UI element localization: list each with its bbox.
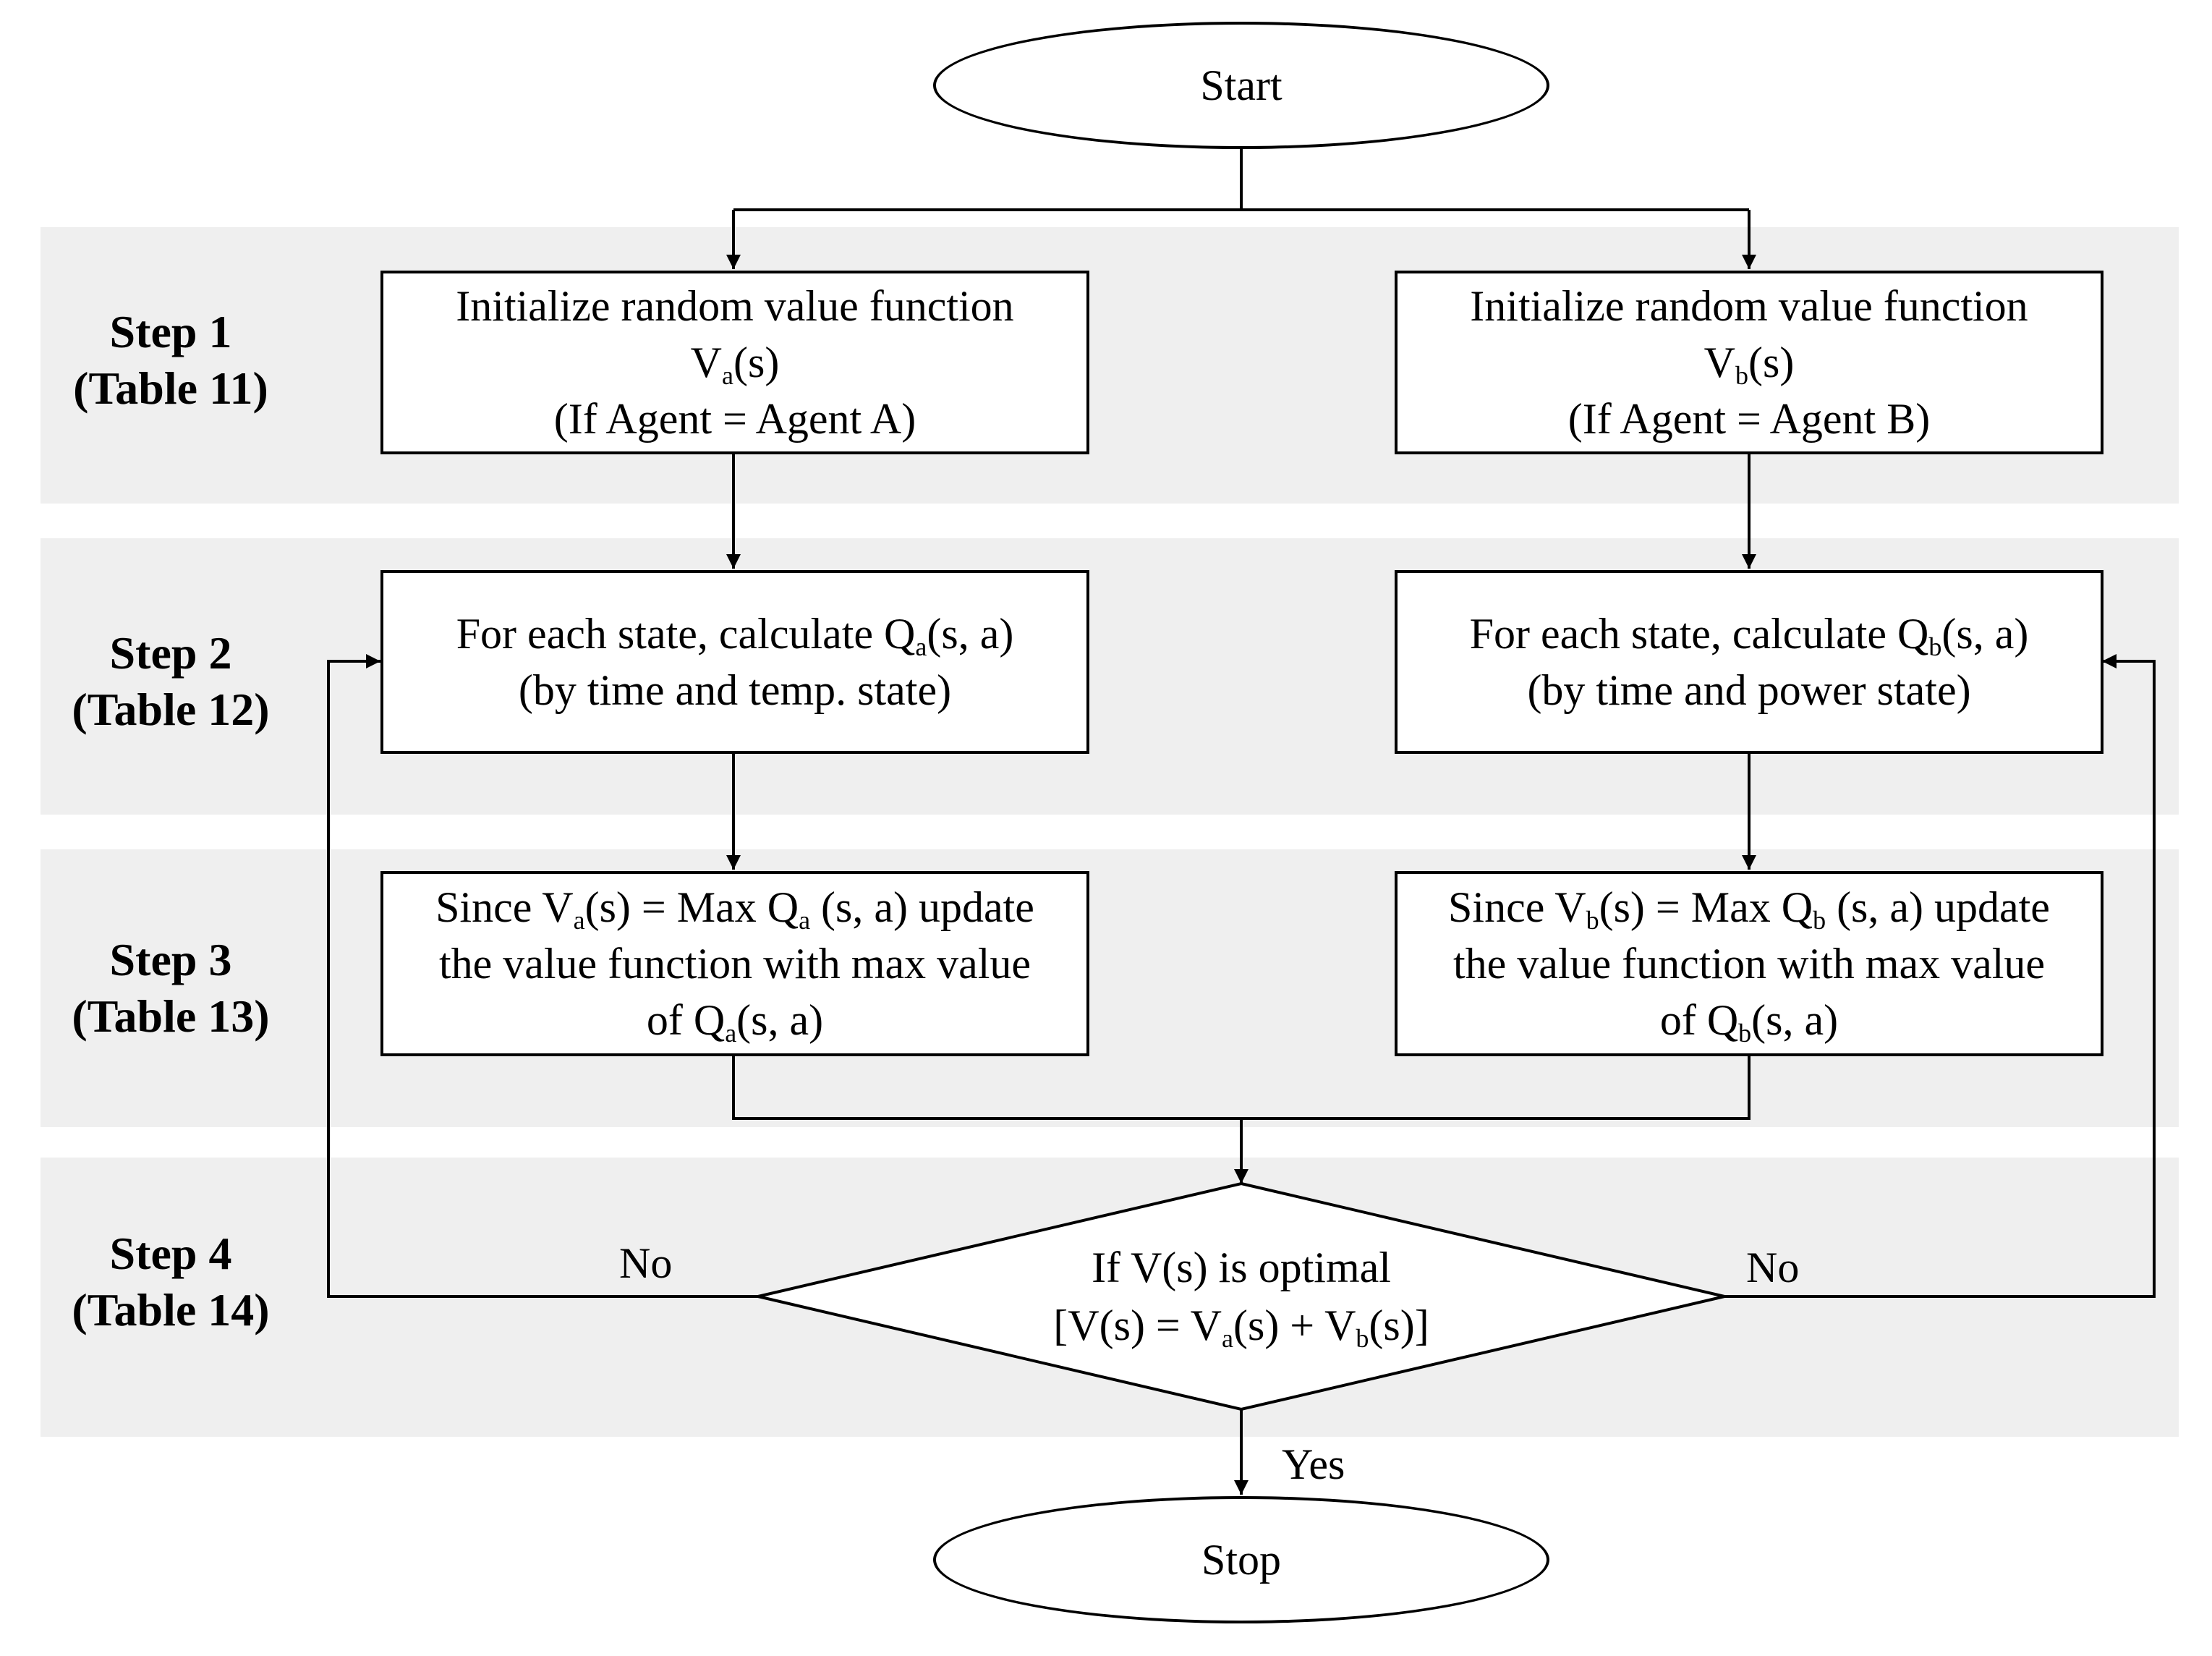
edge-label-no-left: No (619, 1239, 673, 1287)
update-a-line3: of Qa(s, a) (646, 996, 824, 1048)
step-4-label: Step 4 (Table 14) (41, 1226, 301, 1338)
calc-b-line1: For each state, calculate Qb(s, a) (1469, 610, 2029, 662)
init-a-line3: (If Agent = Agent A) (553, 395, 916, 443)
loop-back-right (1724, 654, 2156, 1298)
stop-label: Stop (1201, 1535, 1282, 1584)
init-b-line2: Vb(s) (1703, 339, 1795, 391)
merge-line (732, 1056, 1751, 1120)
start-terminal: Start (933, 22, 1549, 149)
step-1-table: (Table 11) (73, 362, 268, 414)
step-1-label: Step 1 (Table 11) (41, 304, 301, 417)
decision-formula: [V(s) = Va(s) + Vb(s)] (1053, 1302, 1429, 1354)
init-a-line2: Va(s) (690, 339, 780, 391)
loop-back-left (327, 654, 758, 1298)
step-4-name: Step 4 (109, 1228, 232, 1279)
step-3-name: Step 3 (109, 934, 232, 985)
update-box-agent-b: Since Vb(s) = Max Qb (s, a) update the v… (1395, 871, 2103, 1056)
init-a-line1: Initialize random value function (456, 282, 1014, 330)
init-box-agent-a: Initialize random value function Va(s) (… (380, 271, 1089, 454)
init-b-line1: Initialize random value function (1470, 282, 2028, 330)
update-box-agent-a: Since Va(s) = Max Qa (s, a) update the v… (380, 871, 1089, 1056)
step-3-label: Step 3 (Table 13) (41, 932, 301, 1045)
start-label: Start (1200, 61, 1282, 109)
update-b-line3: of Qb(s, a) (1659, 996, 1839, 1048)
decision-diamond (757, 1181, 1725, 1411)
step-2-label: Step 2 (Table 12) (41, 625, 301, 738)
init-b-line3: (If Agent = Agent B) (1567, 395, 1931, 443)
update-b-line1: Since Vb(s) = Max Qb (s, a) update (1448, 883, 2050, 935)
init-box-agent-b: Initialize random value function Vb(s) (… (1395, 271, 2103, 454)
decision-text: If V(s) is optimal [V(s) = Va(s) + Vb(s)… (916, 1239, 1567, 1354)
calc-box-agent-b: For each state, calculate Qb(s, a) (by t… (1395, 570, 2103, 754)
update-a-line2: the value function with max value (438, 940, 1031, 988)
calc-a-line2: (by time and temp. state) (518, 666, 952, 714)
step-3-table: (Table 13) (72, 990, 270, 1042)
update-a-line1: Since Va(s) = Max Qa (s, a) update (435, 883, 1034, 935)
calc-b-line2: (by time and power state) (1527, 666, 1971, 714)
step-2-name: Step 2 (109, 627, 232, 679)
step-1-name: Step 1 (109, 306, 232, 357)
decision-line1: If V(s) is optimal (1092, 1244, 1391, 1291)
edge-label-no-right: No (1746, 1244, 1800, 1291)
edge-label-yes: Yes (1282, 1440, 1345, 1488)
update-b-line2: the value function with max value (1452, 940, 2046, 988)
step-2-table: (Table 12) (72, 684, 270, 735)
calc-a-line1: For each state, calculate Qa(s, a) (456, 610, 1014, 662)
calc-box-agent-a: For each state, calculate Qa(s, a) (by t… (380, 570, 1089, 754)
stop-terminal: Stop (933, 1496, 1549, 1623)
step-4-table: (Table 14) (72, 1284, 270, 1336)
